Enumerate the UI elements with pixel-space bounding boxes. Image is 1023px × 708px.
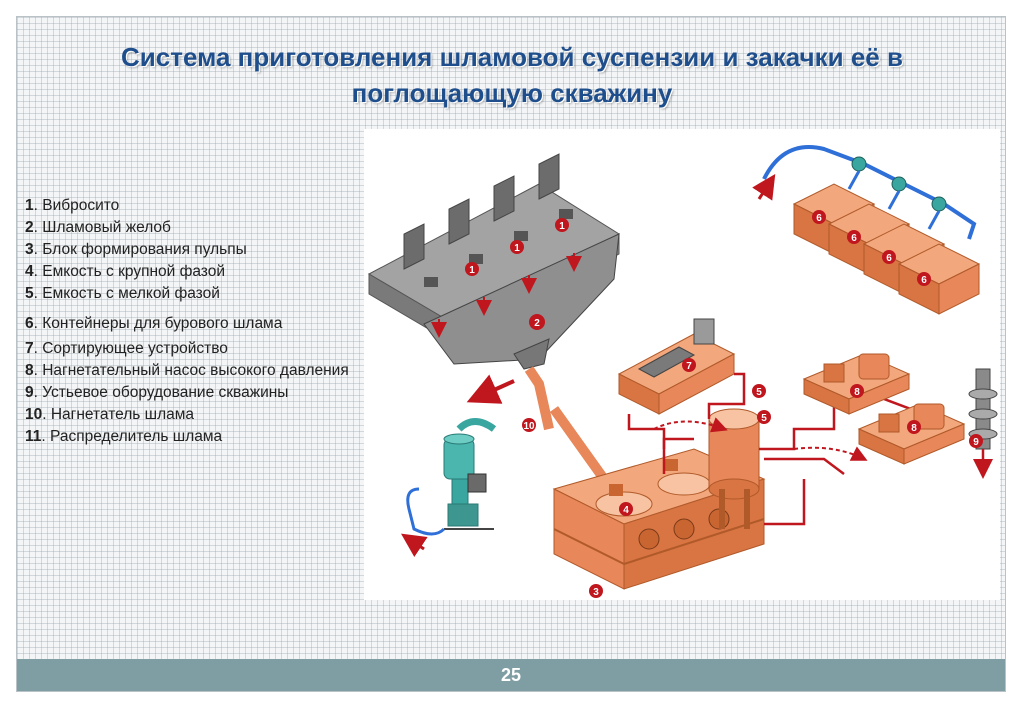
legend-text: . Блок формирования пульпы (33, 241, 247, 258)
legend-number: 2 (25, 219, 34, 236)
svg-text:6: 6 (816, 213, 822, 224)
svg-text:10: 10 (523, 421, 535, 432)
slide: Система приготовления шламовой суспензии… (16, 16, 1006, 692)
svg-text:7: 7 (686, 361, 692, 372)
legend-text: . Сортирующее устройство (33, 340, 228, 357)
legend-number: 1 (25, 197, 34, 214)
legend-number: 8 (25, 362, 34, 379)
svg-text:1: 1 (514, 243, 520, 254)
legend-text: . Емкость с мелкой фазой (33, 285, 220, 302)
legend-item: 4. Емкость с крупной фазой (25, 261, 365, 283)
svg-text:5: 5 (756, 387, 762, 398)
legend-item: 7. Сортирующее устройство (25, 338, 365, 360)
legend-text: . Емкость с крупной фазой (33, 263, 226, 280)
legend-text: . Распределитель шлама (41, 428, 223, 445)
marker-injector: 10 (522, 418, 536, 432)
diagram-canvas: 1 1 1 2 10 4 3 5 5 7 8 8 9 6 6 6 6 (364, 129, 1000, 600)
dashed-flow (793, 446, 868, 461)
legend-item: 8. Нагнетательный насос высокого давлени… (25, 360, 365, 382)
svg-text:2: 2 (534, 318, 540, 329)
marker-containers: 6 (812, 210, 826, 224)
legend-item: 11. Распределитель шлама (25, 426, 365, 448)
marker-containers: 6 (917, 272, 931, 286)
shale-shaker (367, 153, 620, 370)
svg-text:9: 9 (973, 437, 979, 448)
legend-text: . Нагнетатель шлама (42, 406, 195, 423)
marker-containers: 6 (882, 250, 896, 264)
legend-text: . Контейнеры для бурового шлама (33, 315, 283, 332)
legend-number: 5 (25, 285, 34, 302)
cuttings-containers (792, 183, 981, 315)
legend-number: 7 (25, 340, 34, 357)
legend-number: 9 (25, 384, 34, 401)
marker-shaker: 1 (555, 218, 569, 232)
title-line-2: поглощающую скважину (351, 78, 673, 108)
dashed-flow (653, 417, 728, 433)
legend-text: . Устьевое оборудование скважины (33, 384, 289, 401)
legend-number: 4 (25, 263, 34, 280)
title-line-1: Система приготовления шламовой суспензии… (121, 42, 903, 72)
feed-pipe (524, 366, 554, 431)
legend-number: 3 (25, 241, 34, 258)
diagram-markers: 1 1 1 2 10 4 3 5 5 7 8 8 9 6 6 6 6 (465, 210, 983, 598)
marker-sorter: 7 (682, 358, 696, 372)
marker-fine-tank: 5 (752, 384, 766, 398)
marker-coarse-tank: 4 (619, 502, 633, 516)
high-pressure-pump-1 (802, 353, 911, 415)
svg-text:8: 8 (854, 387, 860, 398)
water-line-left (406, 487, 446, 536)
legend-item: 1. Вибросито (25, 195, 365, 217)
legend-number: 10 (25, 406, 43, 423)
svg-text:6: 6 (886, 253, 892, 264)
slurry-distributor (752, 145, 977, 240)
legend-item: 2. Шламовый желоб (25, 217, 365, 239)
marker-fine-tank: 5 (757, 410, 771, 424)
marker-wellhead: 9 (969, 434, 983, 448)
svg-text:6: 6 (851, 233, 857, 244)
svg-text:1: 1 (469, 265, 475, 276)
marker-pump: 8 (850, 384, 864, 398)
process-diagram: 1 1 1 2 10 4 3 5 5 7 8 8 9 6 6 6 6 (367, 145, 998, 598)
legend-item: 5. Емкость с мелкой фазой (25, 283, 365, 305)
svg-text:5: 5 (761, 413, 767, 424)
legend-item: 6. Контейнеры для бурового шлама (25, 313, 365, 335)
svg-text:4: 4 (623, 505, 629, 516)
marker-containers: 6 (847, 230, 861, 244)
legend-number: 6 (25, 315, 34, 332)
legend-list: 1. Вибросито 2. Шламовый желоб 3. Блок ф… (25, 195, 365, 448)
marker-shaker: 1 (465, 262, 479, 276)
footer-bar: 25 (17, 659, 1005, 691)
flow-arrow (401, 533, 428, 557)
svg-text:8: 8 (911, 423, 917, 434)
wellhead-equipment (968, 368, 998, 479)
legend-item: 10. Нагнетатель шлама (25, 404, 365, 426)
svg-text:1: 1 (559, 221, 565, 232)
page-number: 25 (500, 665, 522, 685)
legend-text: . Вибросито (33, 197, 120, 214)
legend-item: 3. Блок формирования пульпы (25, 239, 365, 261)
marker-pump: 8 (907, 420, 921, 434)
marker-pulp-block: 3 (589, 584, 603, 598)
sorting-device (617, 318, 736, 415)
high-pressure-pump-2 (857, 403, 966, 465)
legend-number: 11 (25, 428, 42, 445)
marker-shaker: 1 (510, 240, 524, 254)
legend-text: . Шламовый желоб (33, 219, 171, 236)
svg-text:6: 6 (921, 275, 927, 286)
flow-arrow (466, 374, 515, 404)
svg-text:3: 3 (593, 587, 599, 598)
legend-item: 9. Устьевое оборудование скважины (25, 382, 365, 404)
slide-title: Система приготовления шламовой суспензии… (17, 39, 1007, 111)
legend-text: . Нагнетательный насос высокого давления (33, 362, 349, 379)
slurry-injector (443, 418, 497, 530)
marker-trough: 2 (529, 314, 545, 330)
